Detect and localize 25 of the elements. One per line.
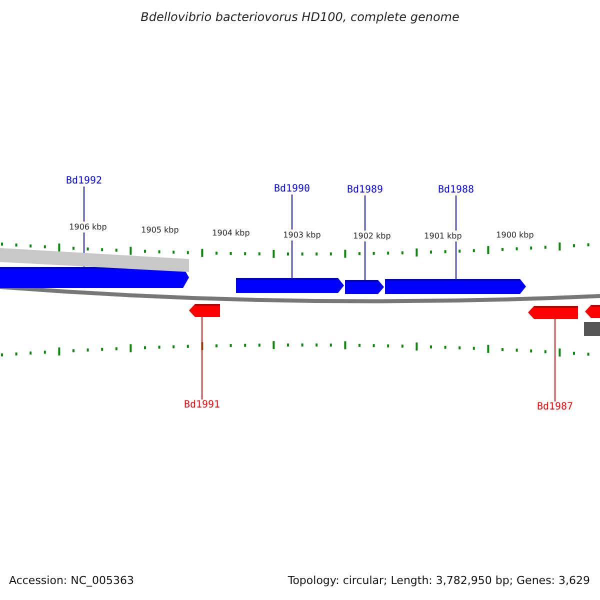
position-label: 1901 kbp <box>422 230 464 242</box>
gene-label: Bd1987 <box>536 402 574 412</box>
leader-line <box>364 195 366 280</box>
gene-feature <box>0 267 189 288</box>
position-label: 1906 kbp <box>67 222 109 232</box>
gene-label: Bd1990 <box>274 184 310 194</box>
gene-feature <box>528 306 578 319</box>
leader-line <box>554 318 556 402</box>
title: Bdellovibrio bacteriovorus HD100, complete genome <box>140 10 460 24</box>
gene-feature <box>585 305 600 318</box>
accession-text: Accession: NC_005363 <box>9 574 134 587</box>
position-label: 1903 kbp <box>281 230 323 240</box>
position-label: 1905 kbp <box>139 224 181 236</box>
gene-label: Bd1989 <box>346 184 384 196</box>
gene-label: Bd1991 <box>184 400 220 410</box>
gene-box <box>584 322 600 336</box>
gene-label: Bd1988 <box>438 184 474 196</box>
position-label: 1904 kbp <box>210 228 252 238</box>
gene-feature <box>345 280 384 294</box>
gene-label: Bd1992 <box>66 176 102 186</box>
position-label: 1900 kbp <box>494 230 536 240</box>
feature-band <box>0 248 189 272</box>
position-label: 1902 kbp <box>351 230 393 242</box>
gene-feature <box>189 304 220 317</box>
genome-info-text: Topology: circular; Length: 3,782,950 bp; Genes: 3,629 <box>288 574 590 587</box>
